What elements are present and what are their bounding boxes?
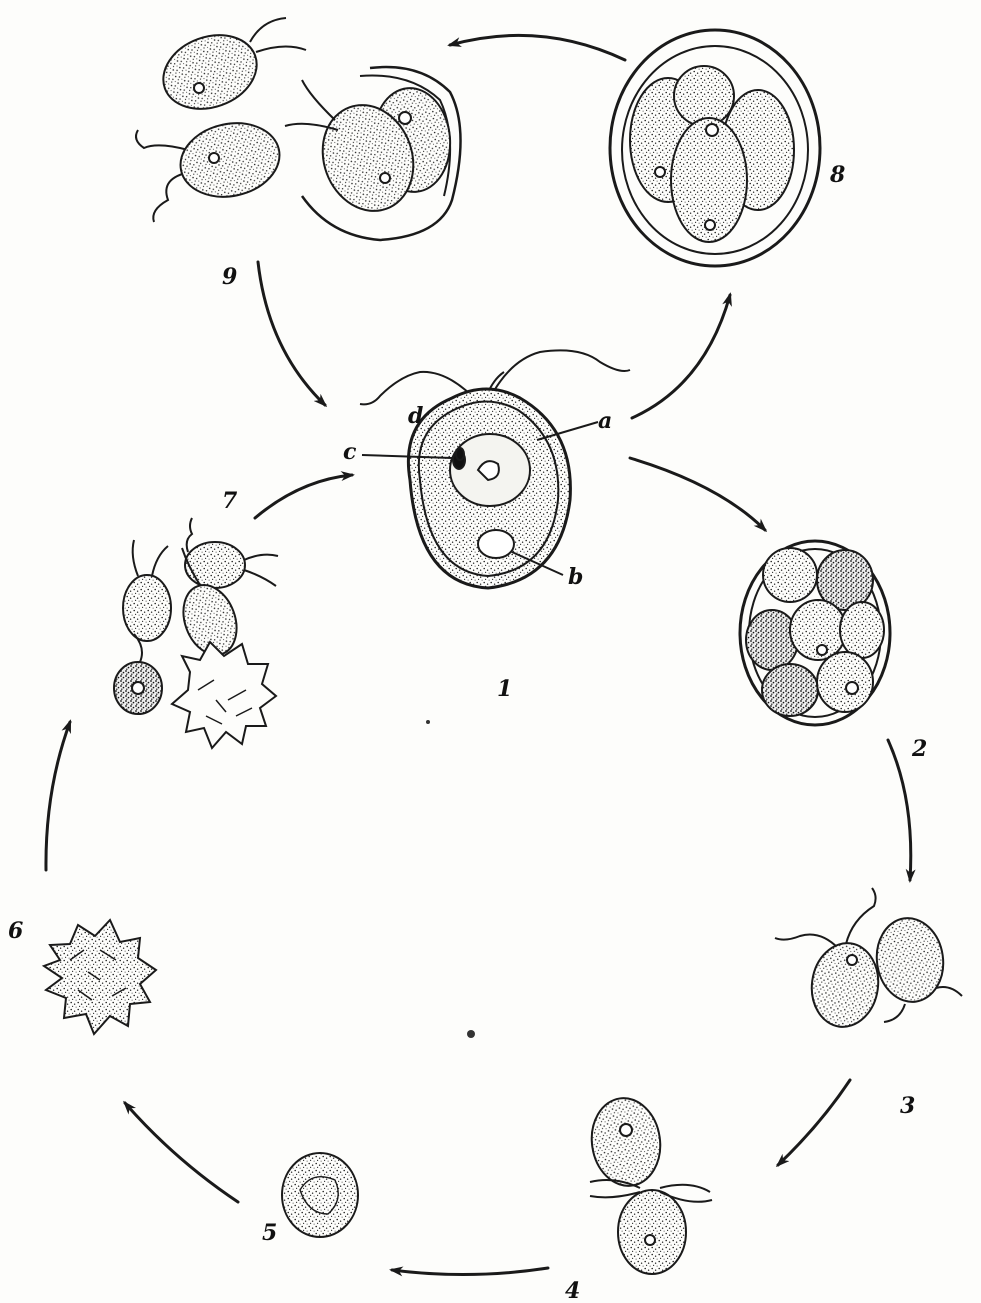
stage-label-6: 6 <box>8 920 23 942</box>
stage-label-3: 3 <box>900 1095 915 1117</box>
arrow-3-to-4 <box>778 1080 850 1165</box>
arrow-2-to-3 <box>888 740 911 880</box>
part-label-a: a <box>598 410 612 432</box>
arrow-8-to-9 <box>450 35 625 60</box>
arrow-5-to-6 <box>125 1103 238 1202</box>
stage-label-9: 9 <box>222 266 237 288</box>
stage-label-8: 8 <box>830 164 845 186</box>
stage-label-7: 7 <box>222 490 237 512</box>
stage-7-germination <box>114 518 278 748</box>
arrow-6-to-7 <box>46 722 70 870</box>
arrow-7-to-1 <box>255 475 352 518</box>
stage-4-gamete-fusion <box>586 1094 712 1274</box>
speck <box>467 1030 475 1038</box>
stage-8-zoosporangium <box>610 30 820 266</box>
part-label-c: c <box>343 441 356 463</box>
stage-3-gametes <box>775 888 962 1031</box>
stage-label-4: 4 <box>565 1280 580 1302</box>
stage-1-vegetative-cell <box>360 350 630 588</box>
stage-2-daughter-division <box>740 541 890 725</box>
part-label-b: b <box>568 566 583 588</box>
stage-5-zygote <box>282 1153 358 1237</box>
stage-6-zygospore <box>44 920 156 1034</box>
arrow-4-to-5 <box>392 1268 548 1275</box>
stage-label-1: 1 <box>497 678 512 700</box>
stage-label-2: 2 <box>912 738 927 760</box>
stage-label-5: 5 <box>262 1222 277 1244</box>
arrow-1-to-2 <box>630 458 765 530</box>
arrow-9-to-1 <box>258 262 325 405</box>
part-label-d: d <box>408 405 423 427</box>
arrow-1-to-8 <box>632 295 730 418</box>
stage-9-zoospore-release <box>136 18 461 240</box>
speck <box>426 720 430 724</box>
